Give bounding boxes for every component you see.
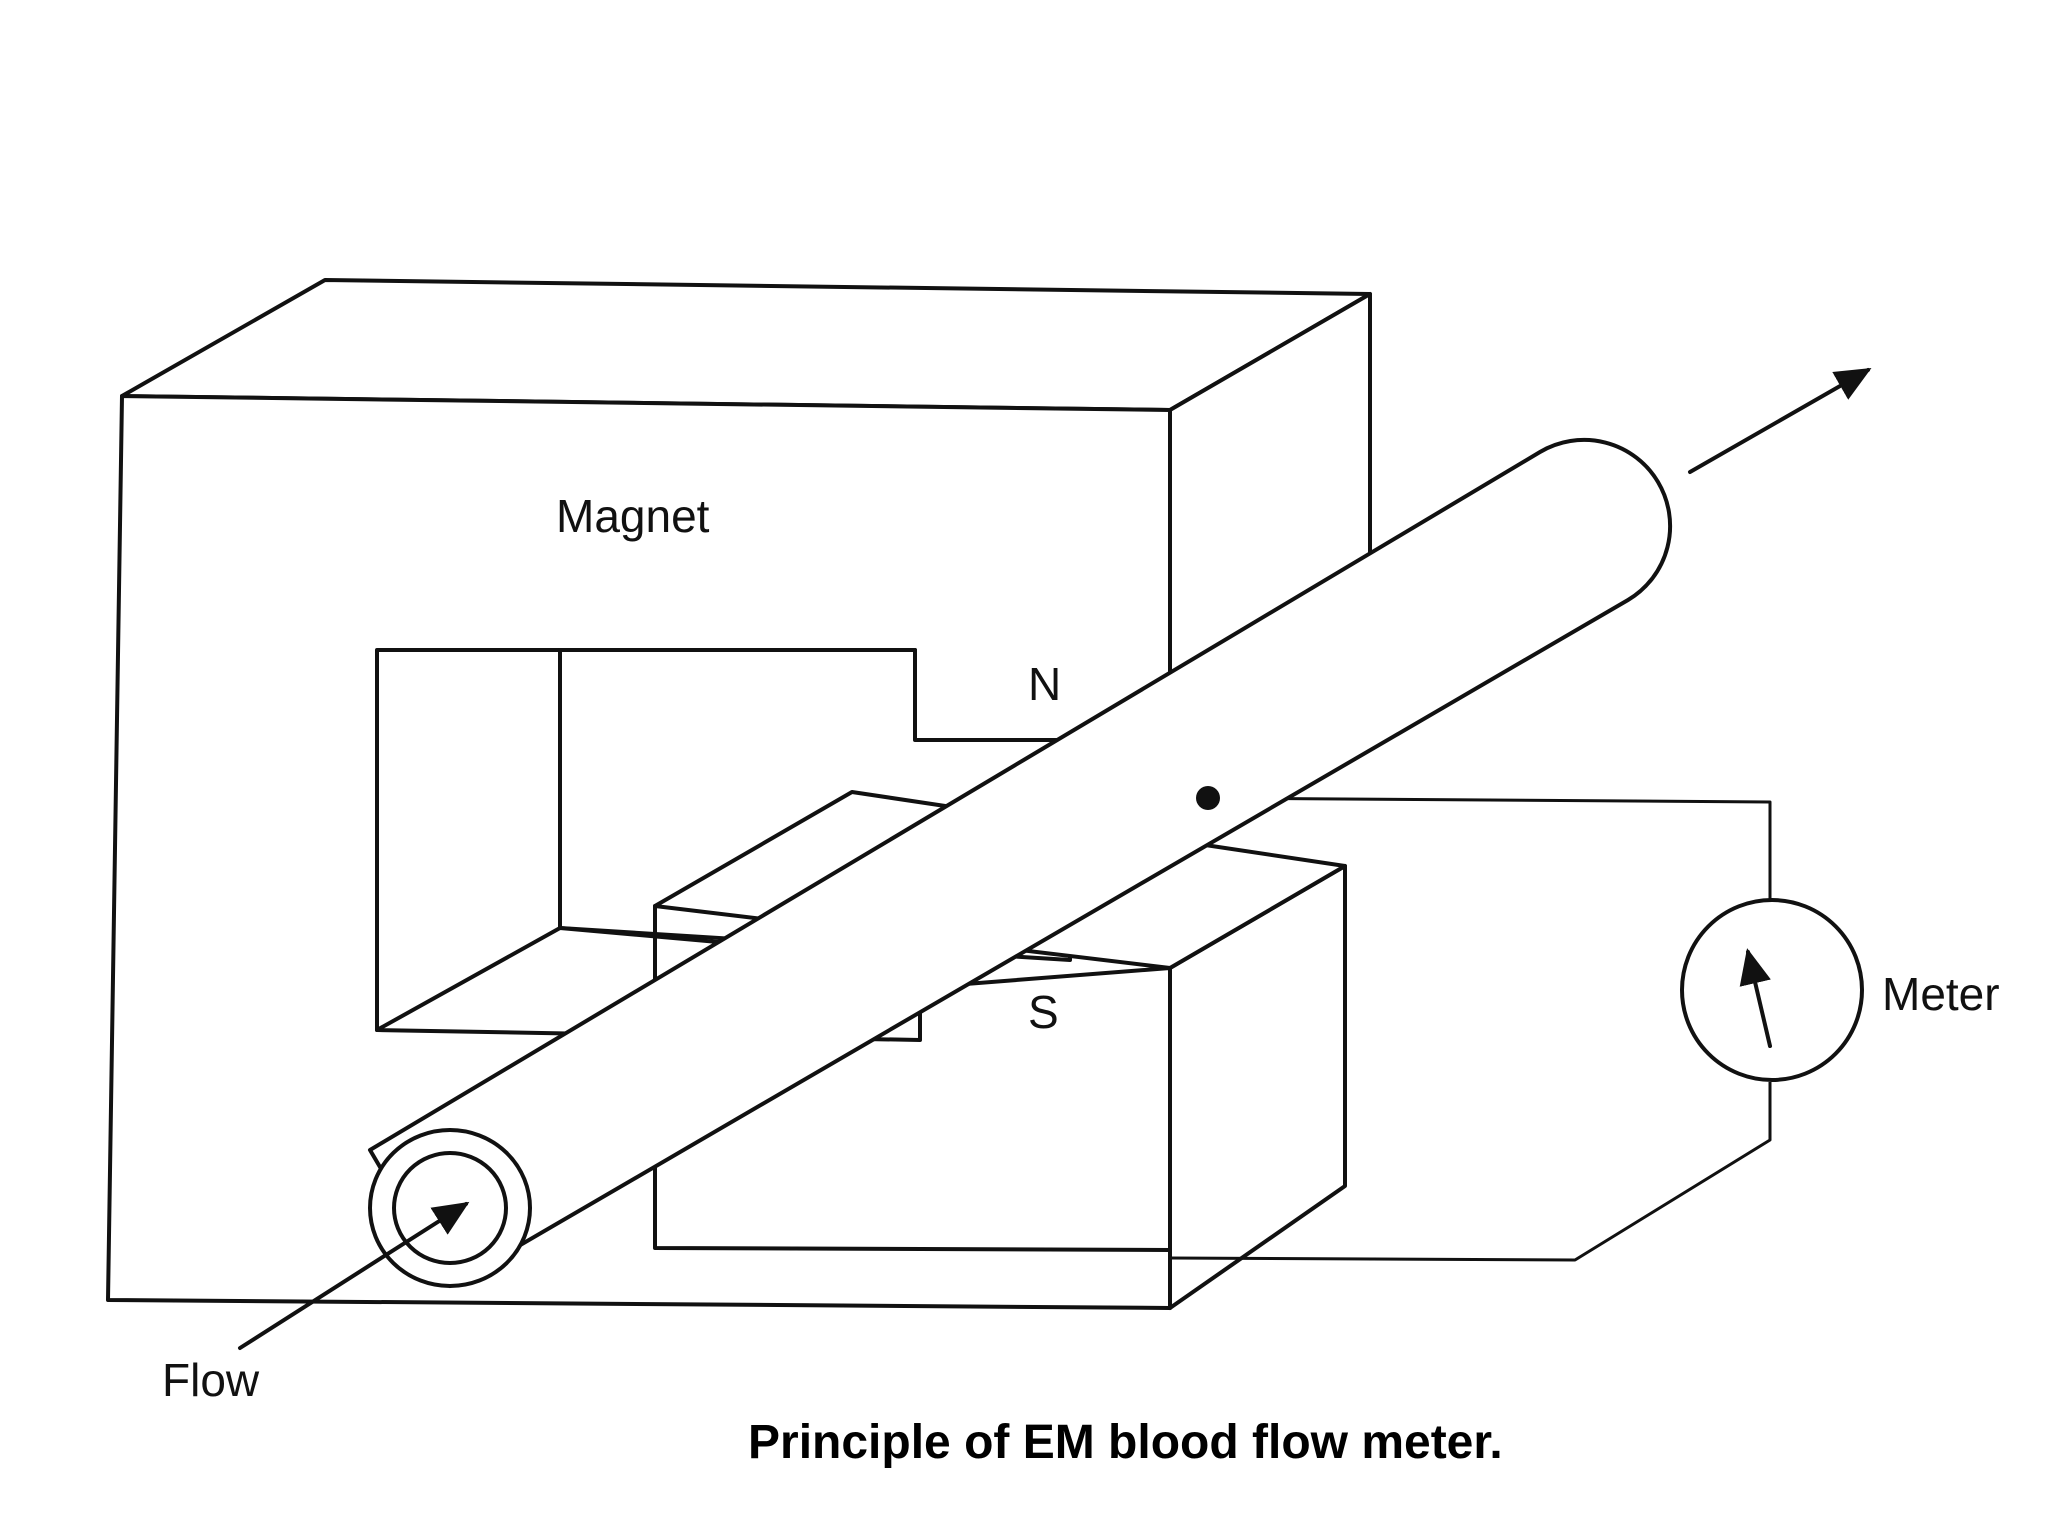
flow-label: Flow bbox=[162, 1354, 260, 1406]
magnet-label: Magnet bbox=[556, 490, 710, 542]
circuit bbox=[1169, 796, 1772, 1262]
north-pole-label: N bbox=[1028, 658, 1061, 710]
meter-dial bbox=[1680, 898, 1864, 1082]
south-pole-label: S bbox=[1028, 986, 1059, 1038]
vessel-body bbox=[368, 437, 1673, 1288]
meter bbox=[1680, 898, 1864, 1082]
magnet-front-face bbox=[106, 394, 1172, 1310]
magnet-top-face bbox=[120, 278, 1372, 412]
vessel-inner-opening bbox=[392, 1151, 508, 1265]
figure-caption: Principle of EM blood flow meter. bbox=[748, 1416, 1503, 1469]
meter-needle-icon bbox=[1739, 948, 1772, 1048]
electrode-wire-top bbox=[1207, 796, 1772, 900]
electrode-dot bbox=[1196, 786, 1220, 810]
flow-in-arrow bbox=[238, 1201, 470, 1350]
meter-label: Meter bbox=[1882, 968, 2000, 1020]
flow-out-arrow bbox=[1688, 368, 1872, 474]
electrode-wire-bottom bbox=[1169, 1082, 1772, 1262]
